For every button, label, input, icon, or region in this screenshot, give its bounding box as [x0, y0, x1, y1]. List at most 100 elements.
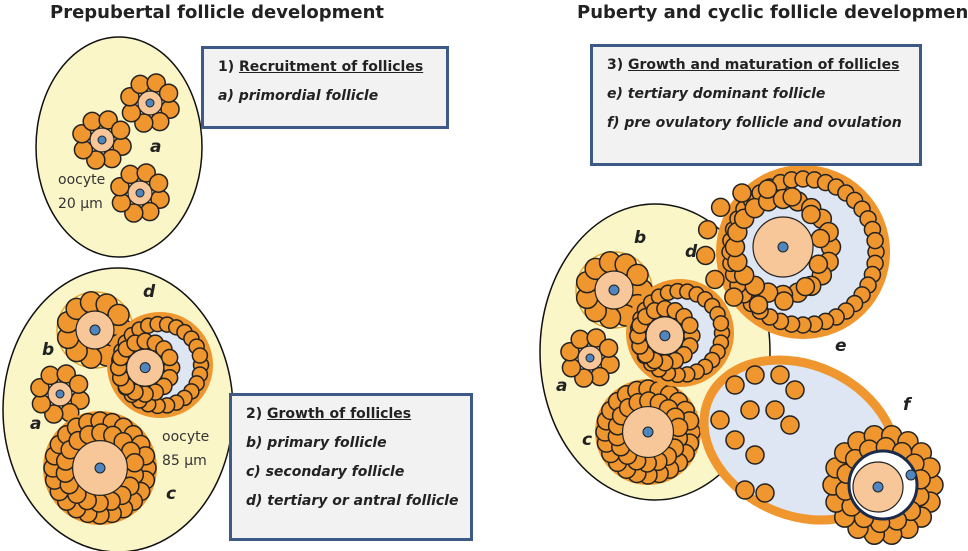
- box-item: d) tertiary or antral follicle: [246, 493, 459, 509]
- granulosa-cell: [124, 203, 144, 223]
- granulosa-cell: [735, 480, 755, 500]
- nucleus: [585, 353, 595, 363]
- granulosa-cell: [626, 263, 649, 287]
- box-item: f) pre ovulatory follicle and ovulation: [607, 115, 902, 131]
- label-a-top: a: [150, 137, 162, 157]
- granulosa-cell: [160, 348, 179, 367]
- granulosa-cell: [31, 394, 52, 414]
- polar-body: [905, 469, 917, 481]
- box-heading: Growth and maturation of follicles: [628, 57, 900, 73]
- granulosa-cell: [725, 430, 745, 450]
- granulosa-cell: [121, 103, 142, 123]
- label-e: e: [835, 336, 847, 356]
- granulosa-cell: [710, 410, 730, 430]
- nucleus: [145, 98, 155, 108]
- label-b-left: b: [42, 340, 55, 360]
- oocyte-label: oocyte: [162, 429, 210, 445]
- box-item: e) tertiary dominant follicle: [607, 86, 826, 102]
- box-maturation: 3) Growth and maturation of follicles e)…: [590, 44, 922, 166]
- granulosa-cell: [755, 483, 775, 503]
- granulosa-cell: [732, 183, 752, 203]
- granulosa-cell: [598, 338, 619, 358]
- box-number: 2): [246, 406, 263, 422]
- granulosa-cell: [102, 148, 122, 169]
- granulosa-cell: [586, 328, 606, 348]
- granulosa-cell: [745, 365, 765, 385]
- nucleus: [659, 330, 671, 342]
- granulosa-cell: [570, 329, 590, 350]
- box-heading: Recruitment of follicles: [239, 59, 424, 75]
- label-f: f: [903, 395, 911, 415]
- box-recruitment: 1) Recruitment of follicles a) primordia…: [201, 46, 449, 129]
- granulosa-cell: [73, 140, 94, 160]
- box-growth: 2) Growth of follicles b) primary follic…: [229, 393, 473, 541]
- granulosa-cell: [560, 342, 580, 362]
- granulosa-cell: [110, 177, 130, 197]
- granulosa-cell: [56, 364, 76, 384]
- granulosa-cell: [705, 269, 725, 290]
- granulosa-cell: [808, 254, 829, 275]
- granulosa-cell: [795, 276, 816, 297]
- nucleus: [777, 241, 789, 253]
- granulosa-cell: [44, 404, 64, 424]
- granulosa-cell: [148, 173, 169, 193]
- granulosa-cell: [801, 204, 821, 225]
- nucleus: [55, 389, 65, 399]
- granulosa-cell: [130, 74, 150, 95]
- granulosa-cell: [782, 187, 802, 207]
- oocyte-size: 20 µm: [58, 196, 103, 212]
- granulosa-cell: [191, 347, 209, 364]
- granulosa-cell: [745, 445, 765, 465]
- box-number: 1): [218, 59, 235, 75]
- granulosa-cell: [120, 164, 140, 185]
- granulosa-cell: [158, 83, 179, 103]
- granulosa-cell: [748, 295, 769, 315]
- label-c-right: c: [582, 430, 593, 450]
- label-c-left: c: [166, 484, 177, 504]
- granulosa-cell: [40, 365, 60, 386]
- nucleus: [642, 426, 654, 438]
- granulosa-cell: [146, 73, 166, 93]
- granulosa-cell: [765, 400, 785, 420]
- granulosa-cell: [866, 231, 884, 250]
- granulosa-cell: [774, 291, 794, 311]
- granulosa-cell: [724, 287, 744, 307]
- granulosa-cell: [725, 375, 745, 395]
- granulosa-cell: [574, 368, 594, 388]
- granulosa-cell: [30, 378, 50, 398]
- granulosa-cell: [72, 124, 92, 144]
- granulosa-cell: [136, 163, 156, 183]
- granulosa-cell: [111, 193, 132, 213]
- title-puberty: Puberty and cyclic follicle development: [577, 2, 968, 23]
- granulosa-cell: [140, 201, 160, 222]
- granulosa-cell: [590, 366, 610, 387]
- granulosa-cell: [68, 374, 89, 394]
- granulosa-cell: [134, 113, 154, 133]
- granulosa-cell: [810, 228, 831, 249]
- box-item: b) primary follicle: [246, 435, 387, 451]
- oocyte-size: 85 µm: [162, 453, 207, 469]
- granulosa-cell: [681, 316, 699, 335]
- granulosa-cell: [780, 415, 800, 435]
- granulosa-cell: [150, 111, 170, 132]
- oocyte-size-20: oocyte 20 µm: [58, 168, 105, 216]
- granulosa-cell: [697, 219, 718, 240]
- granulosa-cell: [124, 453, 145, 473]
- granulosa-cell: [561, 358, 582, 378]
- nucleus: [94, 462, 106, 474]
- nucleus: [608, 284, 620, 296]
- granulosa-cell: [120, 87, 140, 107]
- granulosa-cell: [695, 245, 716, 266]
- label-a-left: a: [30, 414, 42, 434]
- granulosa-cell: [82, 111, 102, 132]
- label-d-left: d: [143, 282, 156, 302]
- box-number: 3): [607, 57, 624, 73]
- nucleus: [89, 324, 101, 336]
- box-heading: Growth of follicles: [267, 406, 412, 422]
- oocyte-label: oocyte: [58, 172, 106, 188]
- nucleus: [139, 362, 151, 374]
- granulosa-cell: [86, 150, 106, 170]
- granulosa-cell: [98, 110, 118, 130]
- granulosa-cell: [757, 179, 778, 199]
